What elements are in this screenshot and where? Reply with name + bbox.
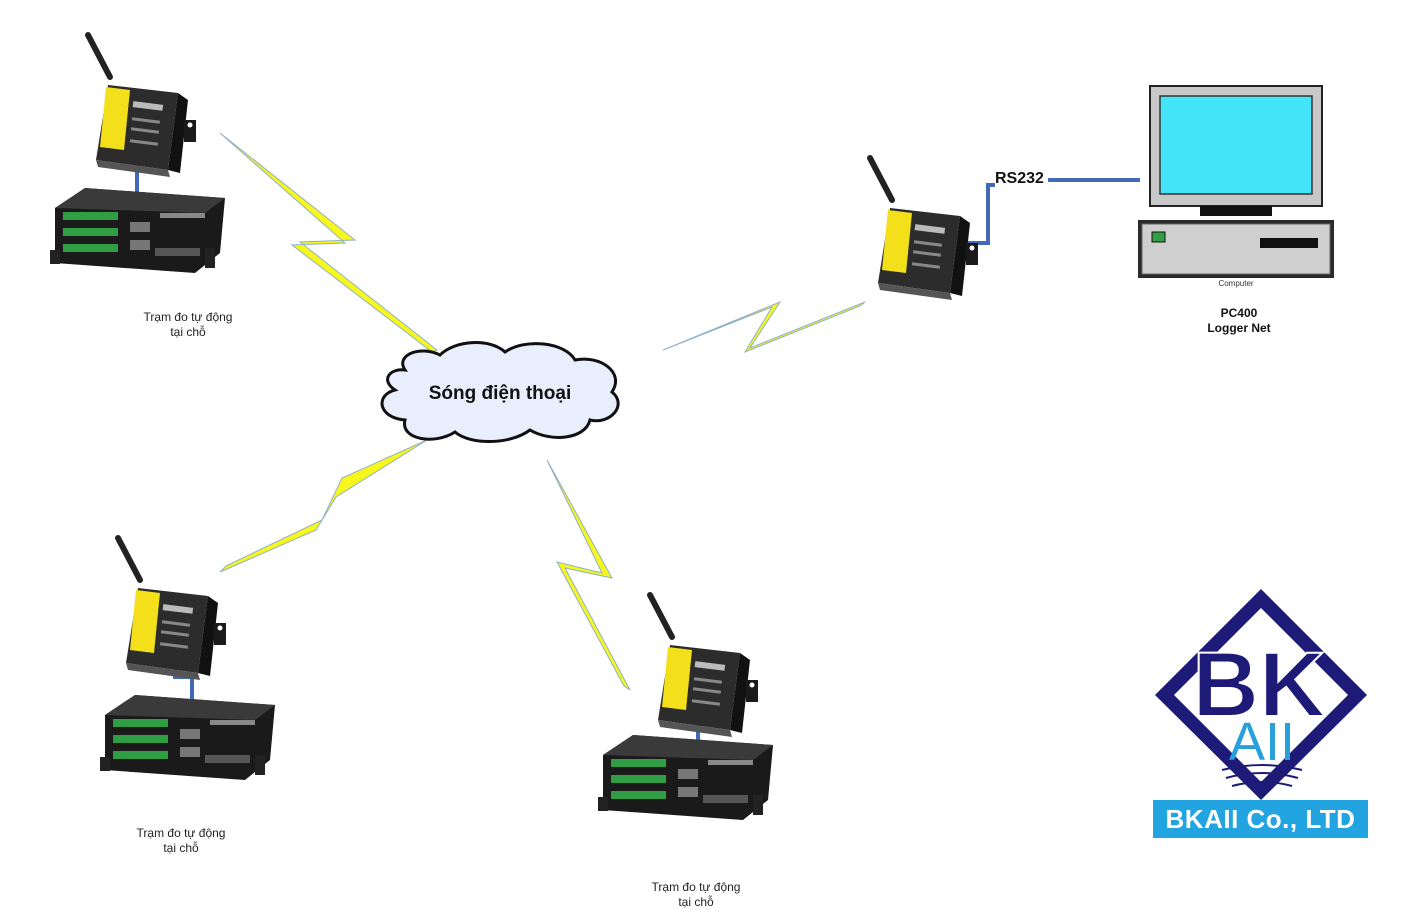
rs232-label: RS232 <box>995 170 1044 187</box>
logo-icon: BK AII <box>1155 589 1367 800</box>
station-3-label: Trạm đo tự động tại chỗ <box>616 880 776 910</box>
gsm-modem-icon <box>870 158 978 300</box>
cloud-label: Sóng điện thoại <box>428 383 572 404</box>
data-logger-icon <box>100 695 275 780</box>
gsm-modem-icon <box>118 538 226 680</box>
lightning-icon <box>662 300 866 354</box>
data-logger-icon <box>50 188 225 273</box>
company-name: BKAII Co., LTD <box>1153 800 1368 838</box>
station-label-line2: tại chỗ <box>163 841 199 855</box>
lightning-icon <box>546 459 631 691</box>
station-1-label: Trạm đo tự động tại chỗ <box>108 310 268 340</box>
station-2 <box>100 538 275 780</box>
gsm-modem-icon <box>88 35 196 177</box>
software-line2: Logger Net <box>1207 321 1271 335</box>
cloud-icon <box>380 341 620 443</box>
rs232-cable <box>968 183 995 245</box>
station-3 <box>598 595 773 820</box>
gsm-modem-icon <box>650 595 758 737</box>
software-line1: PC400 <box>1220 306 1258 320</box>
station-label-line1: Trạm đo tự động <box>136 826 226 840</box>
lightning-icon <box>219 132 438 353</box>
computer-caption: Computer <box>1218 279 1254 288</box>
station-label-line1: Trạm đo tự động <box>143 310 233 324</box>
station-label-line2: tại chỗ <box>678 895 714 909</box>
station-1 <box>50 35 225 273</box>
data-logger-icon <box>598 735 773 820</box>
computer-icon <box>1138 85 1334 278</box>
station-label-line1: Trạm đo tự động <box>651 880 741 894</box>
software-label: PC400 Logger Net <box>1169 306 1309 336</box>
station-label-line2: tại chỗ <box>170 325 206 339</box>
logo-letters: BK <box>1193 634 1326 736</box>
lightning-icon <box>219 439 428 573</box>
logo-sub-letters: AII <box>1229 712 1295 772</box>
base-station <box>870 158 1140 300</box>
station-2-label: Trạm đo tự động tại chỗ <box>101 826 261 856</box>
